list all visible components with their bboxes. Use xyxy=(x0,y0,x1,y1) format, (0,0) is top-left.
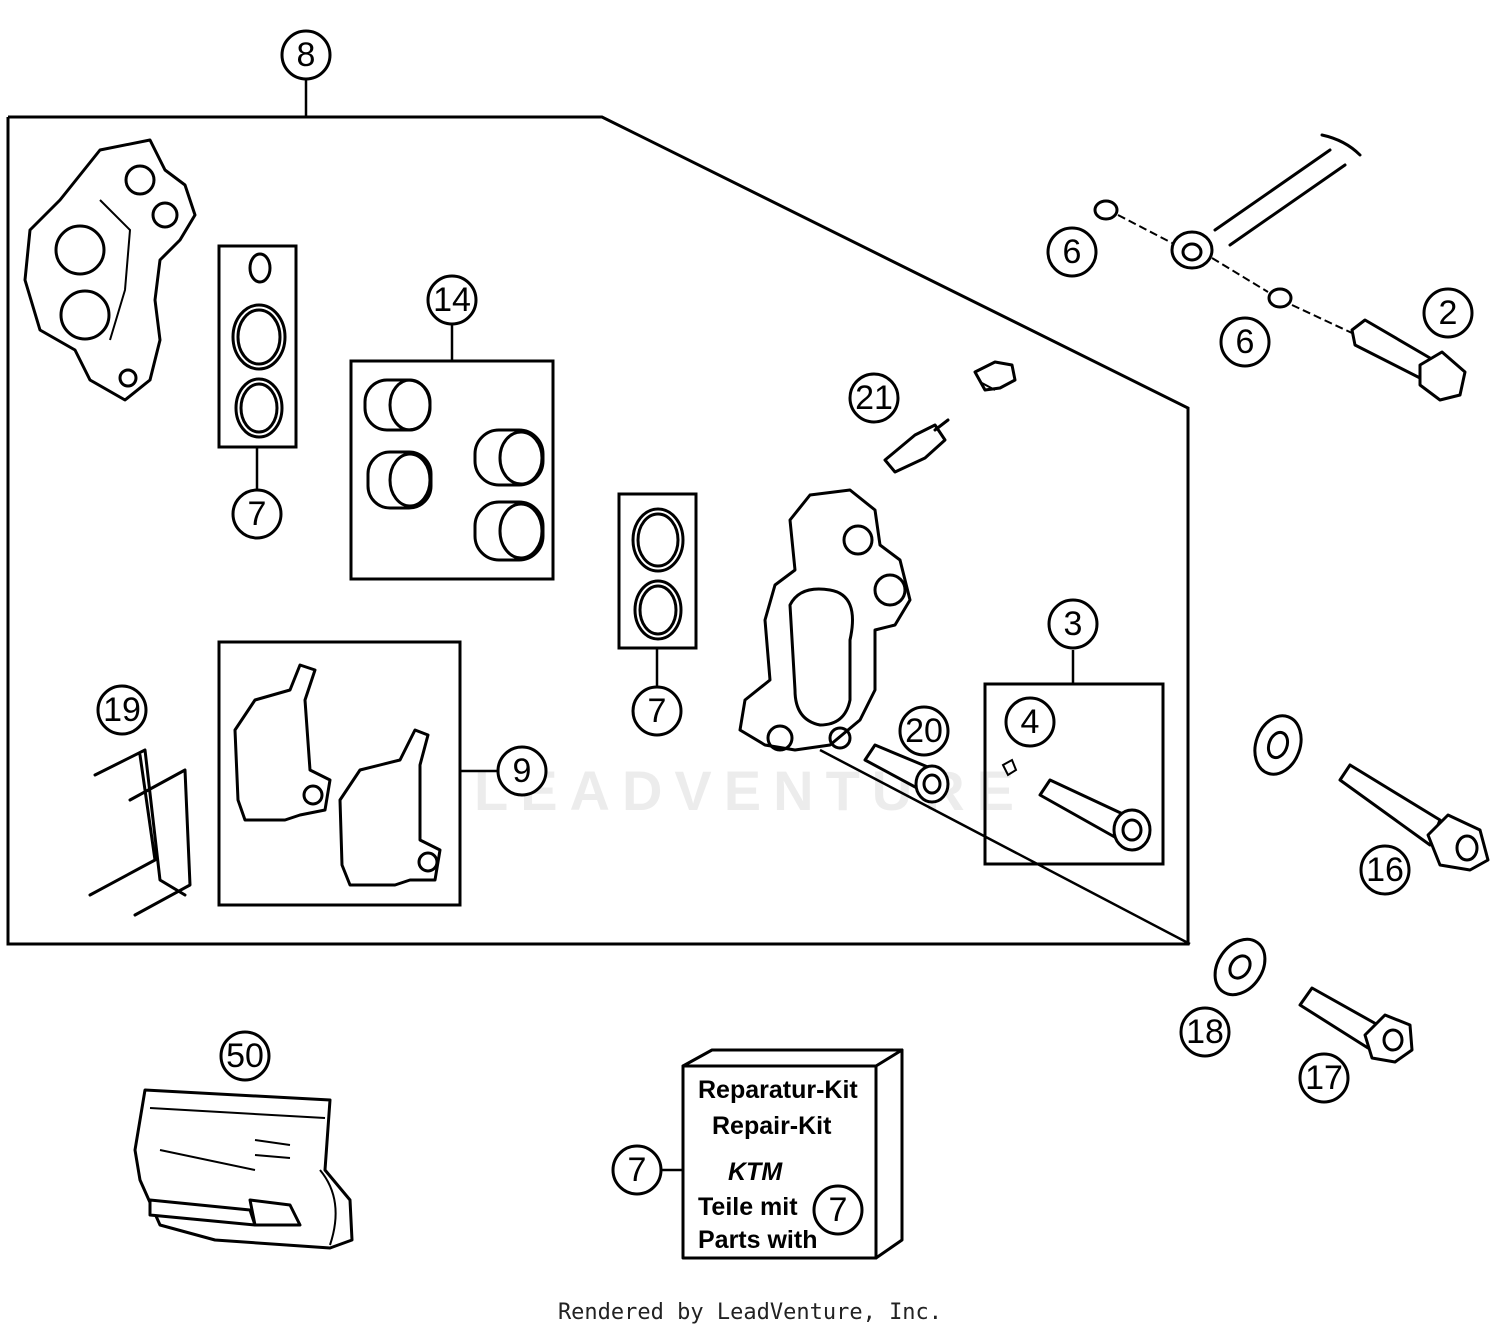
callout-17[interactable]: 17 xyxy=(1298,1052,1350,1104)
callout-18-label: 18 xyxy=(1186,1013,1224,1051)
callout-3-label: 3 xyxy=(1064,605,1083,643)
seal-rings-center[interactable] xyxy=(631,507,685,641)
kit-label-line1: Reparatur-Kit xyxy=(698,1076,858,1104)
kit-brand-logo: KTM xyxy=(728,1158,783,1186)
callout-7-left[interactable]: 7 xyxy=(231,488,283,540)
callout-7-kit-left-label: 7 xyxy=(628,1151,647,1189)
kit-label-line3: Teile mit xyxy=(698,1193,798,1221)
callout-7-kit-inner[interactable]: 7 xyxy=(812,1184,864,1236)
callout-4-label: 4 xyxy=(1021,703,1040,741)
banjo-bolt[interactable] xyxy=(1350,318,1467,402)
callout-7-kit-inner-label: 7 xyxy=(829,1191,848,1229)
callout-8-label: 8 xyxy=(297,36,316,74)
callout-7-kit-left[interactable]: 7 xyxy=(611,1144,663,1196)
slide-pin[interactable] xyxy=(1001,758,1152,852)
callout-7-center[interactable]: 7 xyxy=(631,685,683,737)
callout-3[interactable]: 3 xyxy=(1047,598,1099,650)
callout-9[interactable]: 9 xyxy=(496,745,548,797)
callout-14-label: 14 xyxy=(433,281,471,319)
callout-7-left-label: 7 xyxy=(248,495,267,533)
bolt-20[interactable] xyxy=(863,743,950,804)
caliper-body-part[interactable] xyxy=(738,488,912,752)
callout-6-lower[interactable]: 6 xyxy=(1219,316,1271,368)
callout-6-upper-label: 6 xyxy=(1063,233,1082,271)
banjo-fitting[interactable] xyxy=(1093,133,1362,334)
caliper-bracket-part[interactable] xyxy=(23,138,197,402)
caliper-assembly-outline xyxy=(6,115,1190,946)
bleeder-valve[interactable] xyxy=(883,360,1017,474)
callout-50-label: 50 xyxy=(226,1037,264,1075)
callout-19-label: 19 xyxy=(103,691,141,729)
callout-21-label: 21 xyxy=(855,379,893,417)
washer-bolt-17-18[interactable] xyxy=(1205,930,1414,1064)
callout-8[interactable]: 8 xyxy=(280,29,332,81)
callout-2-label: 2 xyxy=(1439,294,1458,332)
callout-4[interactable]: 4 xyxy=(1004,696,1056,748)
callout-20[interactable]: 20 xyxy=(898,705,950,757)
seal-rings-left[interactable] xyxy=(231,252,287,439)
callout-20-label: 20 xyxy=(905,712,943,750)
kit-label-line4: Parts with xyxy=(698,1226,817,1254)
callout-18[interactable]: 18 xyxy=(1179,1006,1231,1058)
brake-pads[interactable] xyxy=(233,663,442,887)
pistons[interactable] xyxy=(363,378,545,562)
callout-7-center-label: 7 xyxy=(648,692,667,730)
callout-50[interactable]: 50 xyxy=(219,1030,271,1082)
callout-2[interactable]: 2 xyxy=(1422,287,1474,339)
pad-spring[interactable] xyxy=(88,748,192,917)
callout-6-lower-label: 6 xyxy=(1236,323,1255,361)
assembly-grease-bag[interactable] xyxy=(133,1088,354,1250)
footer-credit: Rendered by LeadVenture, Inc. xyxy=(557,1300,943,1325)
brake-pad-box xyxy=(217,640,462,907)
callout-16-label: 16 xyxy=(1366,851,1404,889)
callout-21[interactable]: 21 xyxy=(848,372,900,424)
callout-17-label: 17 xyxy=(1305,1059,1343,1097)
washer-bolt-16[interactable] xyxy=(1247,709,1490,872)
callout-14[interactable]: 14 xyxy=(426,274,478,326)
callout-19[interactable]: 19 xyxy=(96,684,148,736)
callout-6-upper[interactable]: 6 xyxy=(1046,226,1098,278)
callout-9-label: 9 xyxy=(513,752,532,790)
callout-16[interactable]: 16 xyxy=(1359,844,1411,896)
kit-label-line2: Repair-Kit xyxy=(712,1112,832,1140)
